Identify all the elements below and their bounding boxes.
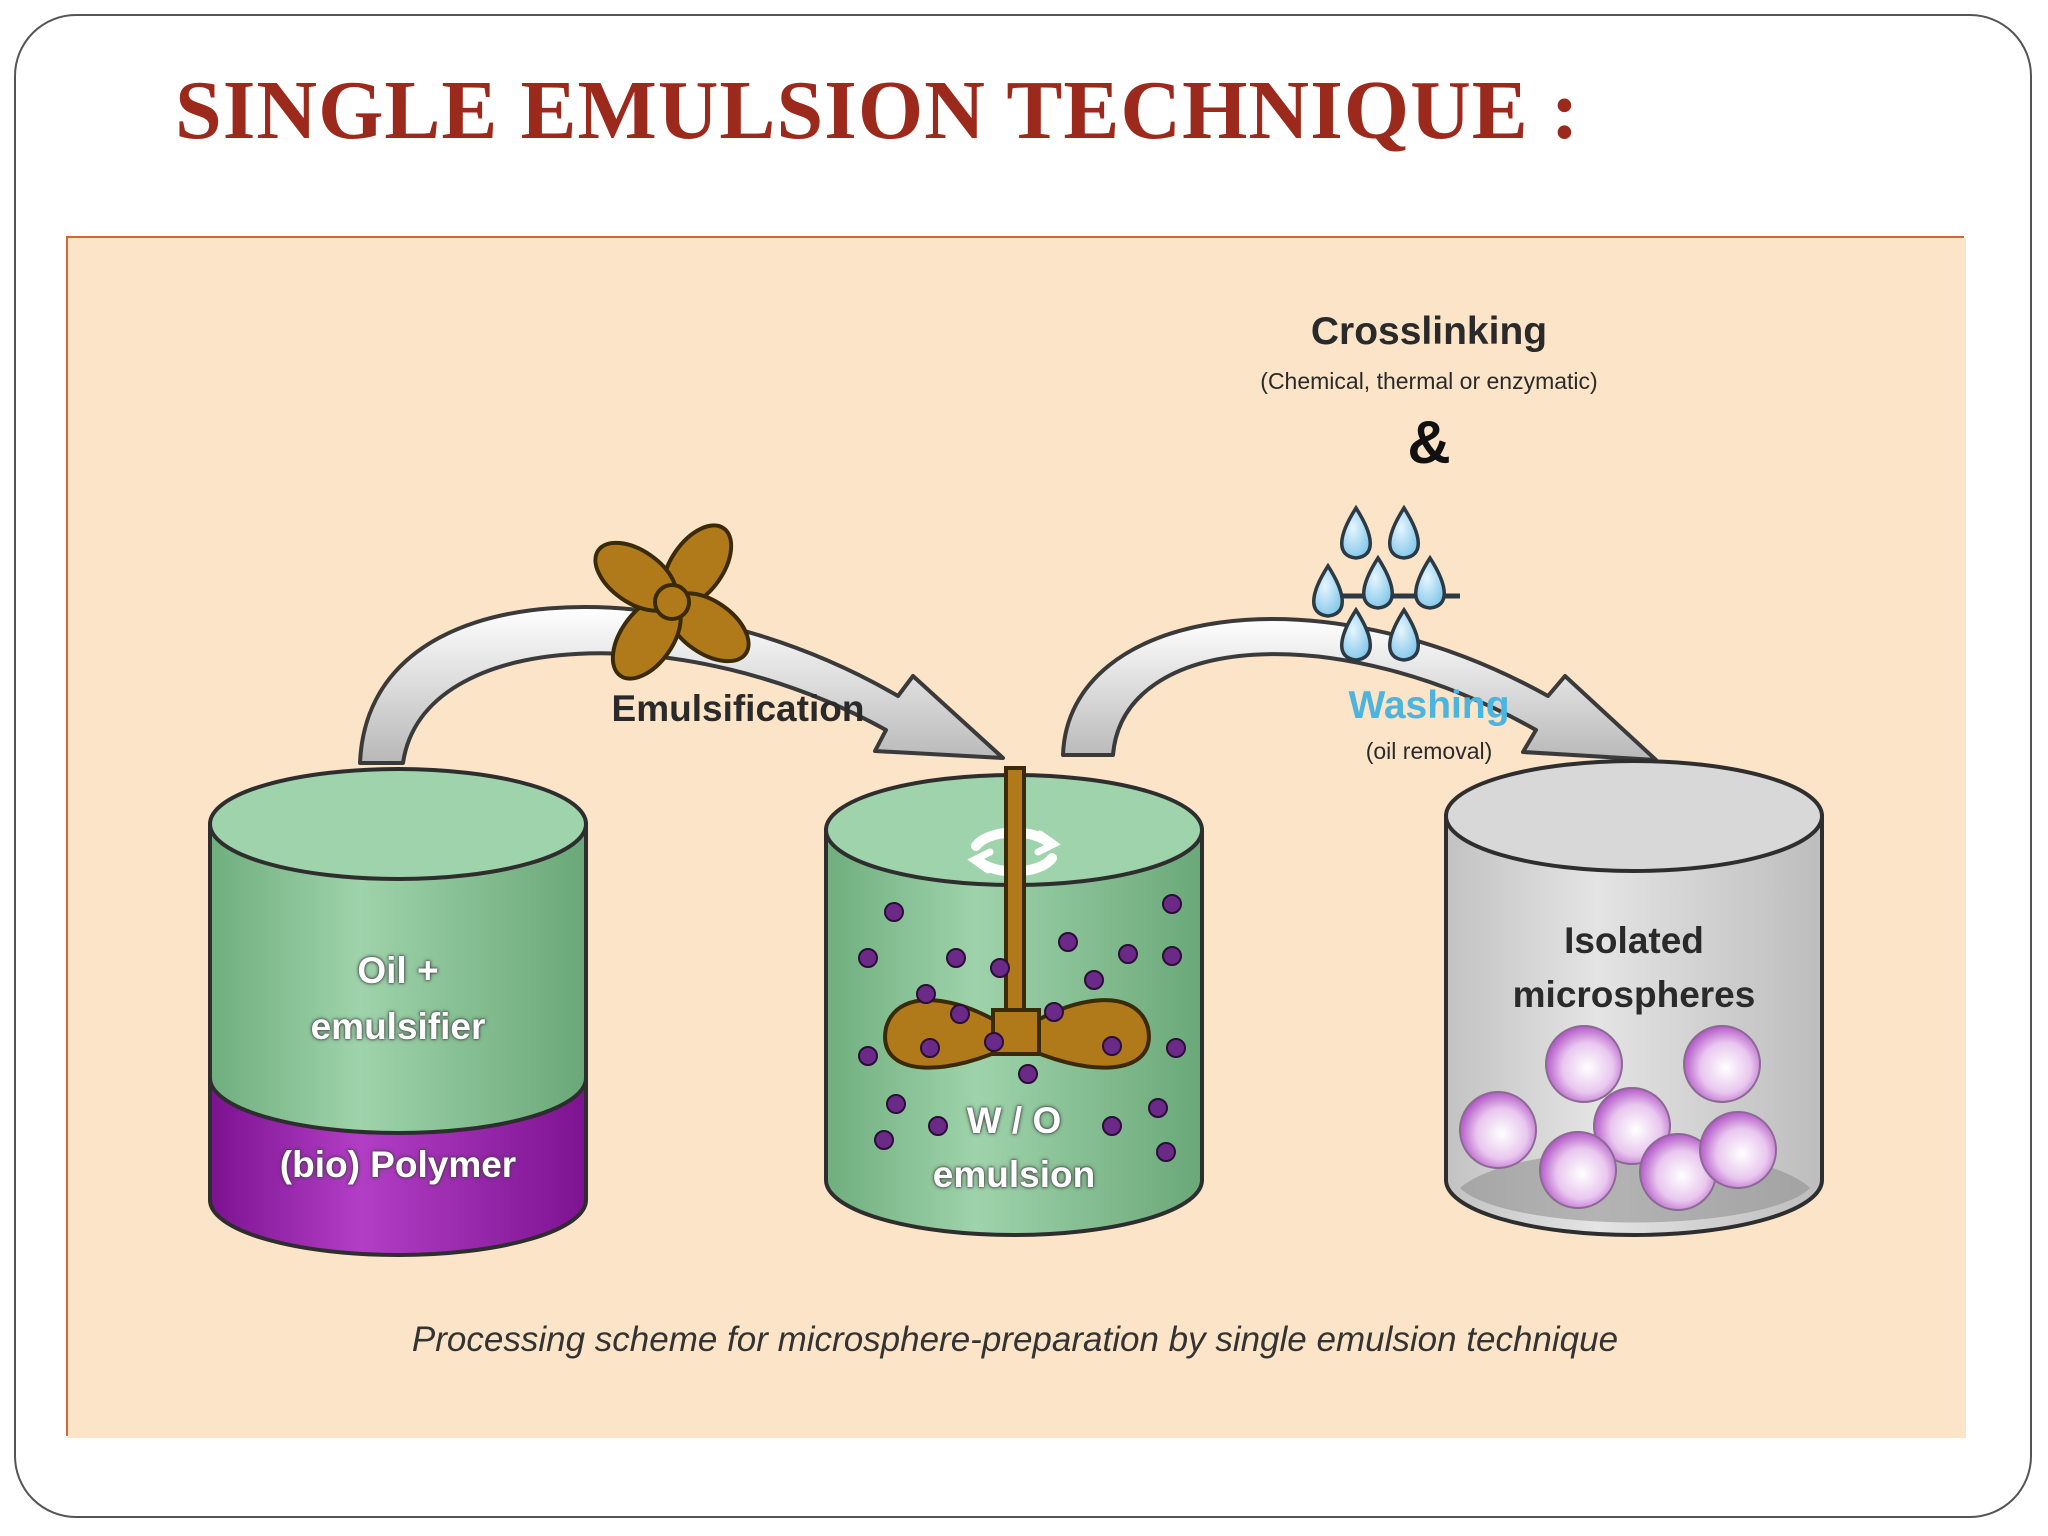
isolated-microspheres-label-line1: Isolated (1564, 920, 1704, 961)
wo-emulsion-label-line2: emulsion (932, 1154, 1096, 1195)
oil-emulsifier-label-line1: Oil + (357, 950, 439, 991)
water-drops-icon (1312, 504, 1460, 662)
propeller-icon (593, 523, 751, 681)
emulsification-arrow (358, 605, 1005, 765)
figure-panel: Crosslinking (Chemical, thermal or enzym… (66, 236, 1966, 1438)
washing-arrow (1061, 617, 1658, 762)
washing-note: (oil removal) (1365, 738, 1493, 764)
microspheres (1459, 1025, 1777, 1211)
ampersand-symbol: & (1407, 409, 1451, 476)
process-diagram (68, 238, 1966, 1438)
bio-polymer-label: (bio) Polymer (279, 1144, 517, 1185)
isolated-microspheres-label-line2: microspheres (1512, 974, 1756, 1015)
emulsification-label: Emulsification (611, 688, 865, 729)
oil-polymer-container (208, 767, 588, 1257)
crosslinking-label: Crosslinking (1310, 310, 1548, 353)
emulsion-container (824, 766, 1204, 1237)
slide-title: SINGLE EMULSION TECHNIQUE : (175, 64, 1580, 157)
wo-emulsion-label-line1: W / O (966, 1100, 1062, 1141)
emulsion-droplets (858, 894, 1186, 1162)
oil-emulsifier-label-line2: emulsifier (310, 1006, 486, 1047)
figure-caption: Processing scheme for microsphere-prepar… (411, 1320, 1619, 1359)
washing-label: Washing (1348, 684, 1510, 727)
microspheres-container (1444, 759, 1824, 1237)
crosslinking-note: (Chemical, thermal or enzymatic) (1260, 368, 1598, 394)
